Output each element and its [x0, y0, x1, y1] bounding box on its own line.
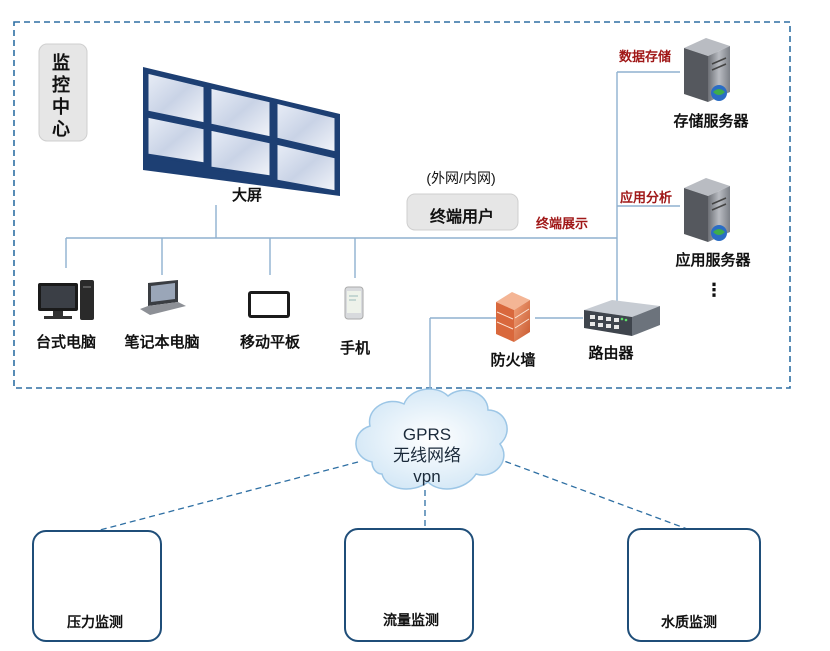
monitoring-center-box: [38, 43, 88, 142]
link-data-storage: 数据存储: [619, 49, 672, 64]
device-label-laptop: 笔记本电脑: [124, 334, 200, 351]
device-label-phone: 手机: [339, 340, 371, 357]
more-servers-ellipsis: ⋮: [705, 280, 723, 300]
application-server-icon: [684, 178, 730, 242]
laptop-icon: [140, 280, 186, 315]
storage-server-label: 存储服务器: [673, 113, 749, 130]
storage-server-icon: [684, 38, 730, 102]
terminal-user-network-note: (外网/内网): [426, 170, 496, 186]
application-server-label: 应用服务器: [675, 252, 751, 269]
wireless-links: [99, 457, 691, 531]
mobile-phone-icon: [344, 286, 364, 320]
monitoring-center-label: 监控中心: [52, 53, 70, 139]
sensor-label-water-quality: 水质监测: [661, 614, 717, 630]
firewall-label: 防火墙: [490, 352, 536, 369]
router-icon: [584, 300, 660, 336]
router-label: 路由器: [588, 345, 634, 362]
network-cloud-line-wireless: 无线网络: [393, 446, 461, 465]
sensor-label-flow: 流量监测: [383, 612, 439, 628]
device-label-tablet: 移动平板: [239, 334, 301, 351]
sensor-box-pressure[interactable]: [32, 530, 162, 642]
firewall-icon: [496, 292, 530, 342]
monitoring-center-frame: [13, 21, 791, 389]
network-cloud-icon: [355, 388, 508, 490]
network-cloud-line-vpn: vpn: [413, 467, 441, 486]
network-cloud-text: GPRS 无线网络 vpn: [393, 424, 461, 487]
sensor-label-pressure: 压力监测: [67, 614, 123, 630]
sensor-box-flow[interactable]: [344, 528, 474, 642]
video-wall-icon: [143, 67, 340, 196]
video-wall-label: 大屏: [231, 187, 263, 204]
sensor-box-water-quality[interactable]: [627, 528, 761, 642]
link-app-analysis: 应用分析: [620, 190, 673, 205]
device-label-desktop: 台式电脑: [35, 334, 97, 351]
desktop-computer-icon: [38, 280, 94, 320]
tablet-icon: [248, 291, 290, 318]
terminal-user-box: [406, 193, 519, 231]
network-cloud-line-gprs: GPRS: [402, 425, 452, 444]
terminal-user-label: 终端用户: [429, 209, 495, 226]
link-terminal-display: 终端展示: [536, 216, 589, 231]
